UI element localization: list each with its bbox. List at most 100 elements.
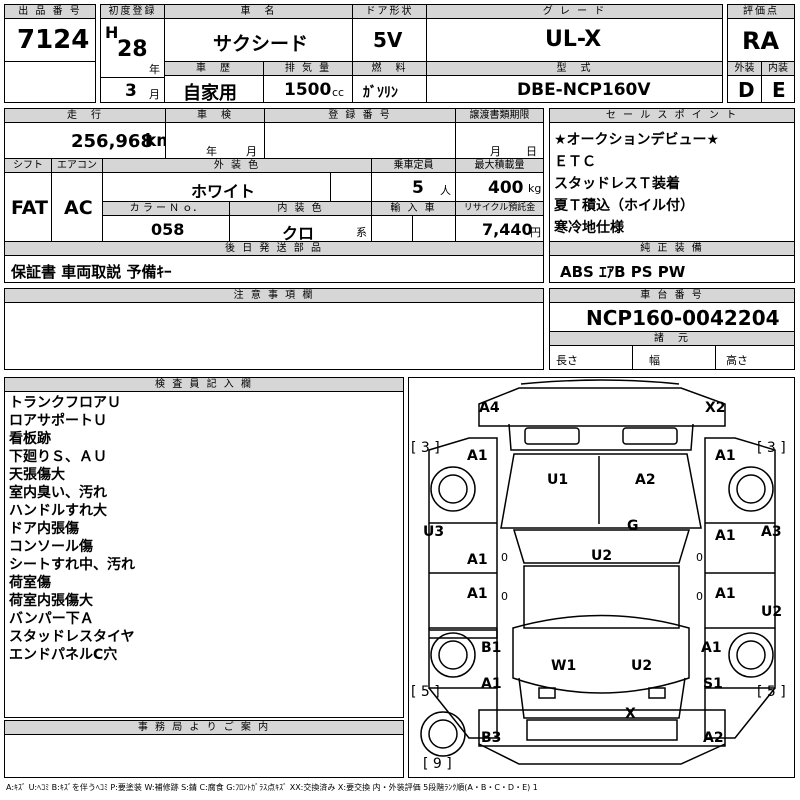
inspector-note: ハンドルすれ大	[9, 503, 107, 519]
mark-a1-left-front-door: A1	[467, 552, 488, 568]
mark-x2: X2	[705, 400, 726, 416]
left-front-handle-glyph: 0	[501, 551, 508, 564]
inspector-note: ドア内張傷	[9, 521, 79, 537]
left-taillight-shape	[538, 687, 556, 699]
int-color-value: クロ	[282, 224, 315, 242]
legend-text: A:ｷｽﾞ U:ﾍｺﾐ B:ｷｽﾞを伴うﾍｺﾐ P:要塗装 W:補修跡 S:錆 …	[6, 783, 538, 792]
max-load-cell: 400 kg	[455, 172, 544, 202]
mark-u2-right: U2	[761, 604, 783, 620]
score-header: 評価点	[727, 4, 795, 19]
fuel-header: 燃 料	[352, 61, 427, 76]
max-load-value: 400	[488, 178, 524, 198]
exterior-header: 外装	[727, 61, 762, 76]
import-divider	[412, 216, 413, 241]
genuine-equip-cell: ABS ｴｱB PS PW	[549, 255, 795, 283]
caution-header: 注 意 事 項 欄	[4, 288, 544, 303]
exterior-cell: D	[727, 75, 762, 103]
capacity-value: 5	[412, 178, 424, 198]
sales-point-item: 寒冷地仕様	[554, 220, 624, 236]
width-cell: 幅	[632, 345, 716, 370]
tire-rear-left: [ 5 ]	[411, 684, 440, 700]
shift-header: シフト	[4, 158, 52, 173]
car-name-value: サクシード	[213, 33, 309, 55]
front-right-hub-shape	[736, 474, 766, 504]
office-notice-box	[4, 734, 404, 778]
inspector-note: 看板跡	[9, 431, 51, 447]
inspector-note: トランクフロアＵ	[9, 395, 121, 411]
car-name-header: 車 名	[164, 4, 353, 19]
length-label: 長さ	[556, 354, 578, 367]
interior-header: 内装	[761, 61, 795, 76]
grade-header: グ レ ー ド	[426, 4, 723, 19]
rear-left-wheel-shape	[430, 632, 476, 678]
model-code-header: 型 式	[426, 61, 723, 76]
color-no-header: カ ラ ー Ｎ ｏ．	[102, 201, 230, 216]
inspector-note: 荷室内張傷大	[9, 593, 93, 609]
spare-wheel-shape	[420, 711, 466, 757]
ext-color-cell: ホワイト	[102, 172, 372, 202]
displacement-cell: 1500 cc	[263, 75, 353, 103]
transfer-day-unit: 日	[526, 145, 537, 158]
aircon-header: エアコン	[51, 158, 103, 173]
tire-rear-right: [ 5 ]	[757, 684, 786, 700]
recycle-cell: 7,440 円	[455, 215, 544, 242]
transfer-month-unit: 月	[490, 145, 501, 158]
later-parts-value: 保証書 車両取説 予備ｷｰ	[11, 263, 172, 281]
mark-w1: W1	[551, 658, 577, 674]
color-no-value: 058	[151, 220, 185, 239]
inspector-note: ロアサポートＵ	[9, 413, 107, 429]
chassis-no-cell: NCP160-0042204	[549, 302, 795, 332]
genuine-equip-value: ABS ｴｱB PS PW	[560, 263, 686, 281]
hood-outline	[500, 453, 702, 529]
mark-u2-rear: U2	[631, 658, 653, 674]
inspector-note: シートすれ中、汚れ	[9, 557, 135, 573]
shift-cell: FAT	[4, 172, 52, 242]
km-unit: km	[145, 131, 165, 151]
first-reg-month-cell: 3 月	[100, 77, 165, 103]
length-cell: 長さ	[549, 345, 633, 370]
year-unit: 年	[149, 63, 160, 76]
import-cell	[371, 215, 456, 242]
transfer-deadline-cell: 月 日	[455, 122, 544, 159]
right-quarter-outline	[704, 687, 776, 739]
height-label: 高さ	[726, 354, 748, 367]
tire-front-right: [ 3 ]	[757, 440, 786, 456]
lot-no-header: 出 品 番 号	[4, 4, 96, 19]
mark-a2-rear: A2	[703, 730, 724, 746]
mark-g: G	[627, 518, 639, 534]
inspector-note: バンパー下Ａ	[9, 611, 94, 627]
yen-unit: 円	[530, 226, 541, 239]
mark-u2-roof: U2	[591, 548, 613, 564]
right-rear-door-outline	[704, 628, 776, 689]
roof-rear-outline	[512, 614, 690, 694]
lot-no-cell: 7124	[4, 18, 96, 62]
sales-points-header: セ ー ル ス ポ イ ン ト	[549, 108, 795, 123]
inspector-header: 検 査 員 記 入 欄	[4, 377, 404, 392]
persons-unit: 人	[440, 184, 451, 197]
height-cell: 高さ	[715, 345, 795, 370]
import-header: 輸 入 車	[371, 201, 456, 216]
aircon-value: AC	[64, 197, 93, 219]
grille-outline	[508, 423, 694, 451]
displacement-header: 排 気 量	[263, 61, 353, 76]
score-cell: RA	[727, 18, 795, 62]
car-diagram-svg: 0 0 0 0	[420, 379, 776, 765]
sales-points-box: ★オークションデビュー★ ＥＴＣ スタッドレスＴ装着 夏Ｔ積込（ホイル付） 寒冷…	[549, 122, 795, 242]
rear-bumper-outline	[478, 709, 726, 747]
first-reg-year-cell: H 28 年	[100, 18, 165, 78]
history-header: 車 歴	[164, 61, 264, 76]
first-reg-month-value: 3	[125, 81, 137, 101]
color-no-cell: 058	[102, 215, 230, 242]
max-load-header: 最大積載量	[455, 158, 544, 173]
front-edge-outline	[520, 379, 680, 385]
rear-glass-outline	[518, 677, 686, 719]
inspector-note: コンソール傷	[9, 539, 93, 555]
caution-box	[4, 302, 544, 370]
front-right-wheel-shape	[728, 466, 774, 512]
history-value: 自家用	[183, 83, 237, 103]
left-rear-handle-glyph: 0	[501, 590, 508, 603]
tire-front-left: [ 3 ]	[411, 440, 440, 456]
left-rear-door-outline	[428, 628, 498, 689]
inspection-month-unit: 月	[246, 145, 257, 158]
cc-unit: cc	[332, 86, 345, 99]
